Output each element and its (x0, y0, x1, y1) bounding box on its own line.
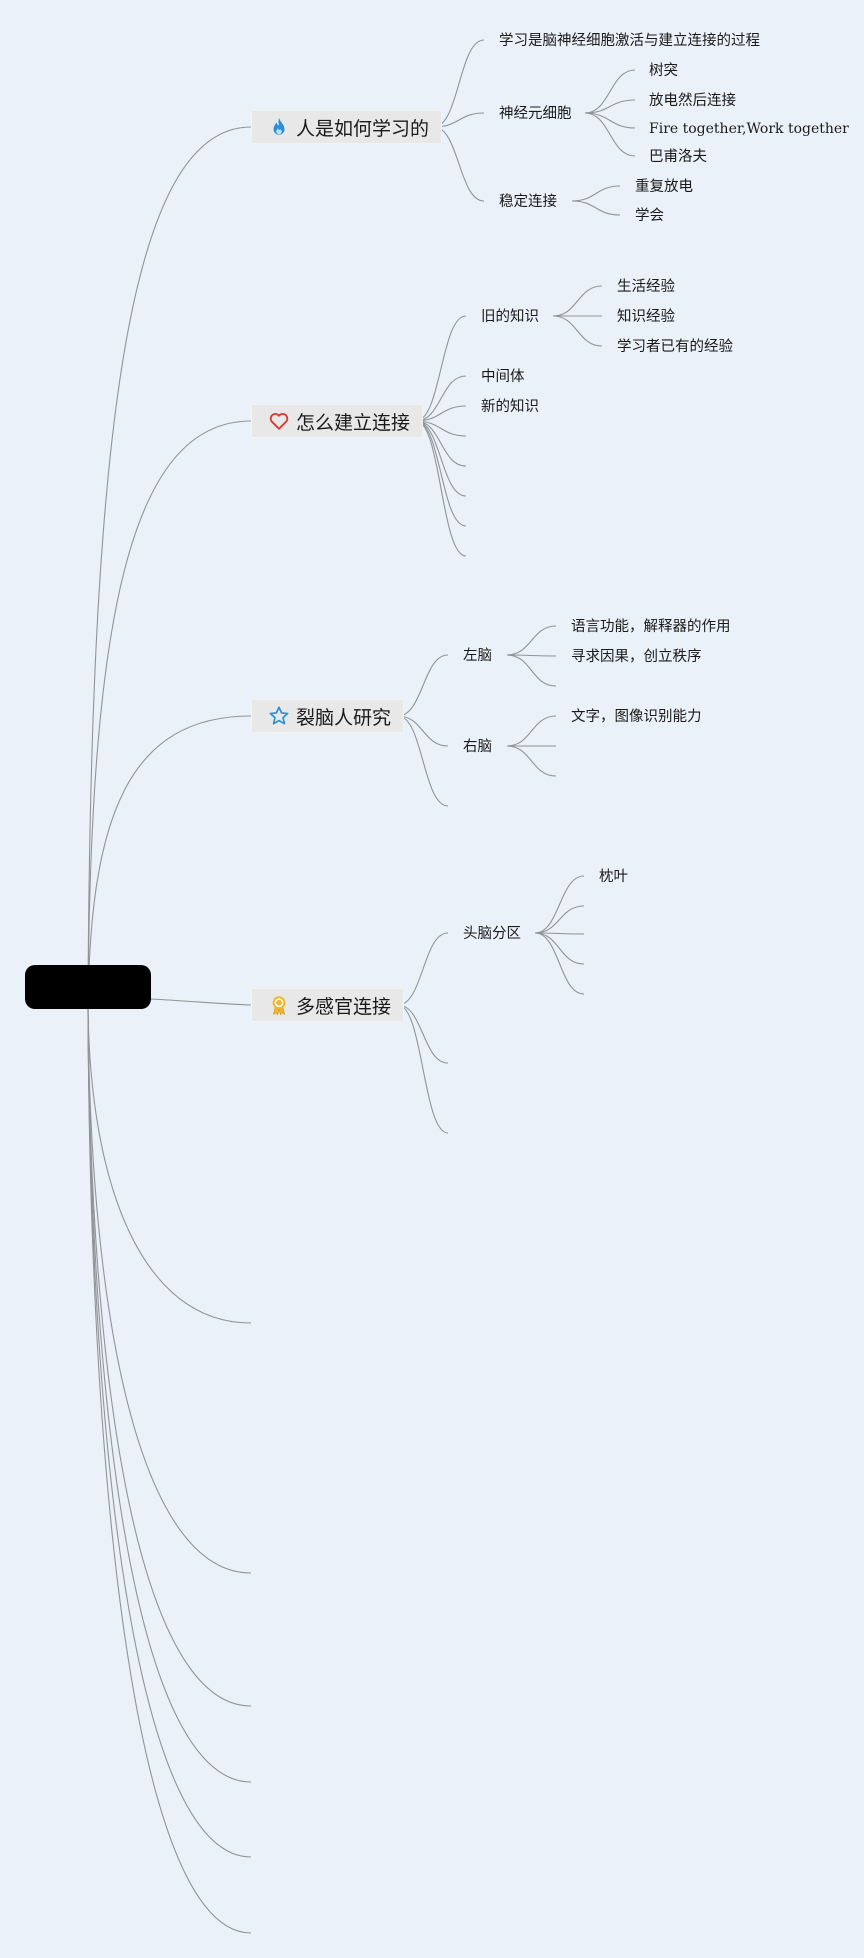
leaf-learned[interactable]: 学会 (635, 208, 664, 224)
subtopic-new-knowledge[interactable]: 新的知识 (481, 399, 539, 415)
link-t2-c3 (415, 405, 467, 422)
link-region-leaf-4 (534, 932, 585, 965)
link-t2-c6 (415, 420, 467, 497)
leaf-text-image-recognition[interactable]: 文字，图像识别能力 (571, 709, 702, 725)
root-link-empty-3 (87, 1007, 252, 1707)
link-neuron-leaf-3 (584, 112, 636, 129)
subtopic-old-knowledge[interactable]: 旧的知识 (481, 309, 539, 325)
link-stable-leaf-2 (571, 200, 621, 216)
root-link-empty-2 (87, 1007, 252, 1574)
topic-label: 多感官连接 (296, 995, 392, 1018)
root-link-topic-3 (87, 715, 252, 1009)
link-right-leaf-3 (506, 745, 557, 777)
leaf-pavlov[interactable]: 巴甫洛夫 (649, 149, 707, 165)
link-old-leaf-1 (552, 285, 603, 317)
subtopic-right-brain[interactable]: 右脑 (463, 739, 492, 755)
link-t3-c3 (397, 715, 449, 807)
link-t3-c2 (397, 715, 449, 747)
subtopic-stable-connection[interactable]: 稳定连接 (499, 194, 557, 210)
subtopic-learning-definition[interactable]: 学习是脑神经细胞激活与建立连接的过程 (499, 33, 760, 49)
leaf-dendrite[interactable]: 树突 (649, 63, 678, 79)
topic-split-brain-research[interactable]: 裂脑人研究 (251, 699, 405, 733)
topic-label: 人是如何学习的 (296, 117, 430, 140)
root-link-topic-2 (87, 420, 252, 1009)
link-right-leaf-1 (506, 715, 557, 747)
link-neuron-leaf-1 (584, 69, 636, 114)
heart-icon (269, 413, 289, 430)
link-neuron-leaf-2 (584, 99, 636, 114)
subtopic-neurons[interactable]: 神经元细胞 (499, 106, 572, 122)
leaf-cause-order[interactable]: 寻求因果，创立秩序 (571, 649, 702, 665)
star-icon (269, 706, 289, 725)
link-region-leaf-2 (534, 905, 585, 934)
topic-label: 怎么建立连接 (296, 411, 411, 434)
leaf-learner-prior-experience[interactable]: 学习者已有的经验 (617, 339, 733, 355)
leaf-knowledge-experience[interactable]: 知识经验 (617, 309, 675, 325)
root-link-empty-5 (87, 1007, 252, 1858)
link-t2-c8 (415, 420, 467, 557)
leaf-language-interpreter[interactable]: 语言功能，解释器的作用 (571, 619, 731, 635)
link-neuron-leaf-4 (584, 112, 636, 157)
link-region-leaf-1 (534, 875, 585, 934)
root-link-empty-1 (87, 1007, 252, 1324)
link-t4-c1 (397, 932, 449, 1006)
link-left-leaf-1 (506, 625, 557, 656)
root-topic[interactable] (25, 965, 151, 1009)
link-old-leaf-3 (552, 315, 603, 347)
subtopic-brain-regions[interactable]: 头脑分区 (463, 926, 521, 942)
topic-multisensory-connections[interactable]: 多感官连接 (251, 988, 405, 1022)
root-link-topic-4 (150, 998, 252, 1006)
leaf-fire-then-connect[interactable]: 放电然后连接 (649, 93, 736, 109)
connector-lines (87, 39, 636, 1934)
root-link-empty-6 (87, 1007, 252, 1934)
topic-label: 裂脑人研究 (296, 706, 392, 729)
leaf-life-experience[interactable]: 生活经验 (617, 279, 675, 295)
leaf-fire-together[interactable]: Fire together,Work together (649, 121, 849, 137)
link-t2-c1 (415, 315, 467, 422)
root-link-topic-1 (87, 126, 252, 1009)
leaf-occipital-lobe[interactable]: 枕叶 (599, 869, 628, 885)
flame-icon (273, 117, 285, 135)
topic-how-people-learn[interactable]: 人是如何学习的 (251, 110, 443, 144)
root-link-empty-4 (87, 1007, 252, 1783)
leaf-repeated-firing[interactable]: 重复放电 (635, 179, 693, 195)
link-t3-c1 (397, 654, 449, 717)
link-t4-c3 (397, 1004, 449, 1134)
link-t2-c2 (415, 375, 467, 422)
link-region-leaf-5 (534, 932, 585, 995)
subtopic-intermediate[interactable]: 中间体 (481, 369, 525, 385)
link-stable-leaf-1 (571, 185, 621, 202)
topic-how-to-build-connections[interactable]: 怎么建立连接 (251, 404, 424, 438)
link-t2-c7 (415, 420, 467, 527)
link-t4-c2 (397, 1004, 449, 1064)
subtopic-left-brain[interactable]: 左脑 (463, 648, 492, 664)
award-icon (272, 996, 286, 1016)
link-left-leaf-3 (506, 654, 557, 687)
